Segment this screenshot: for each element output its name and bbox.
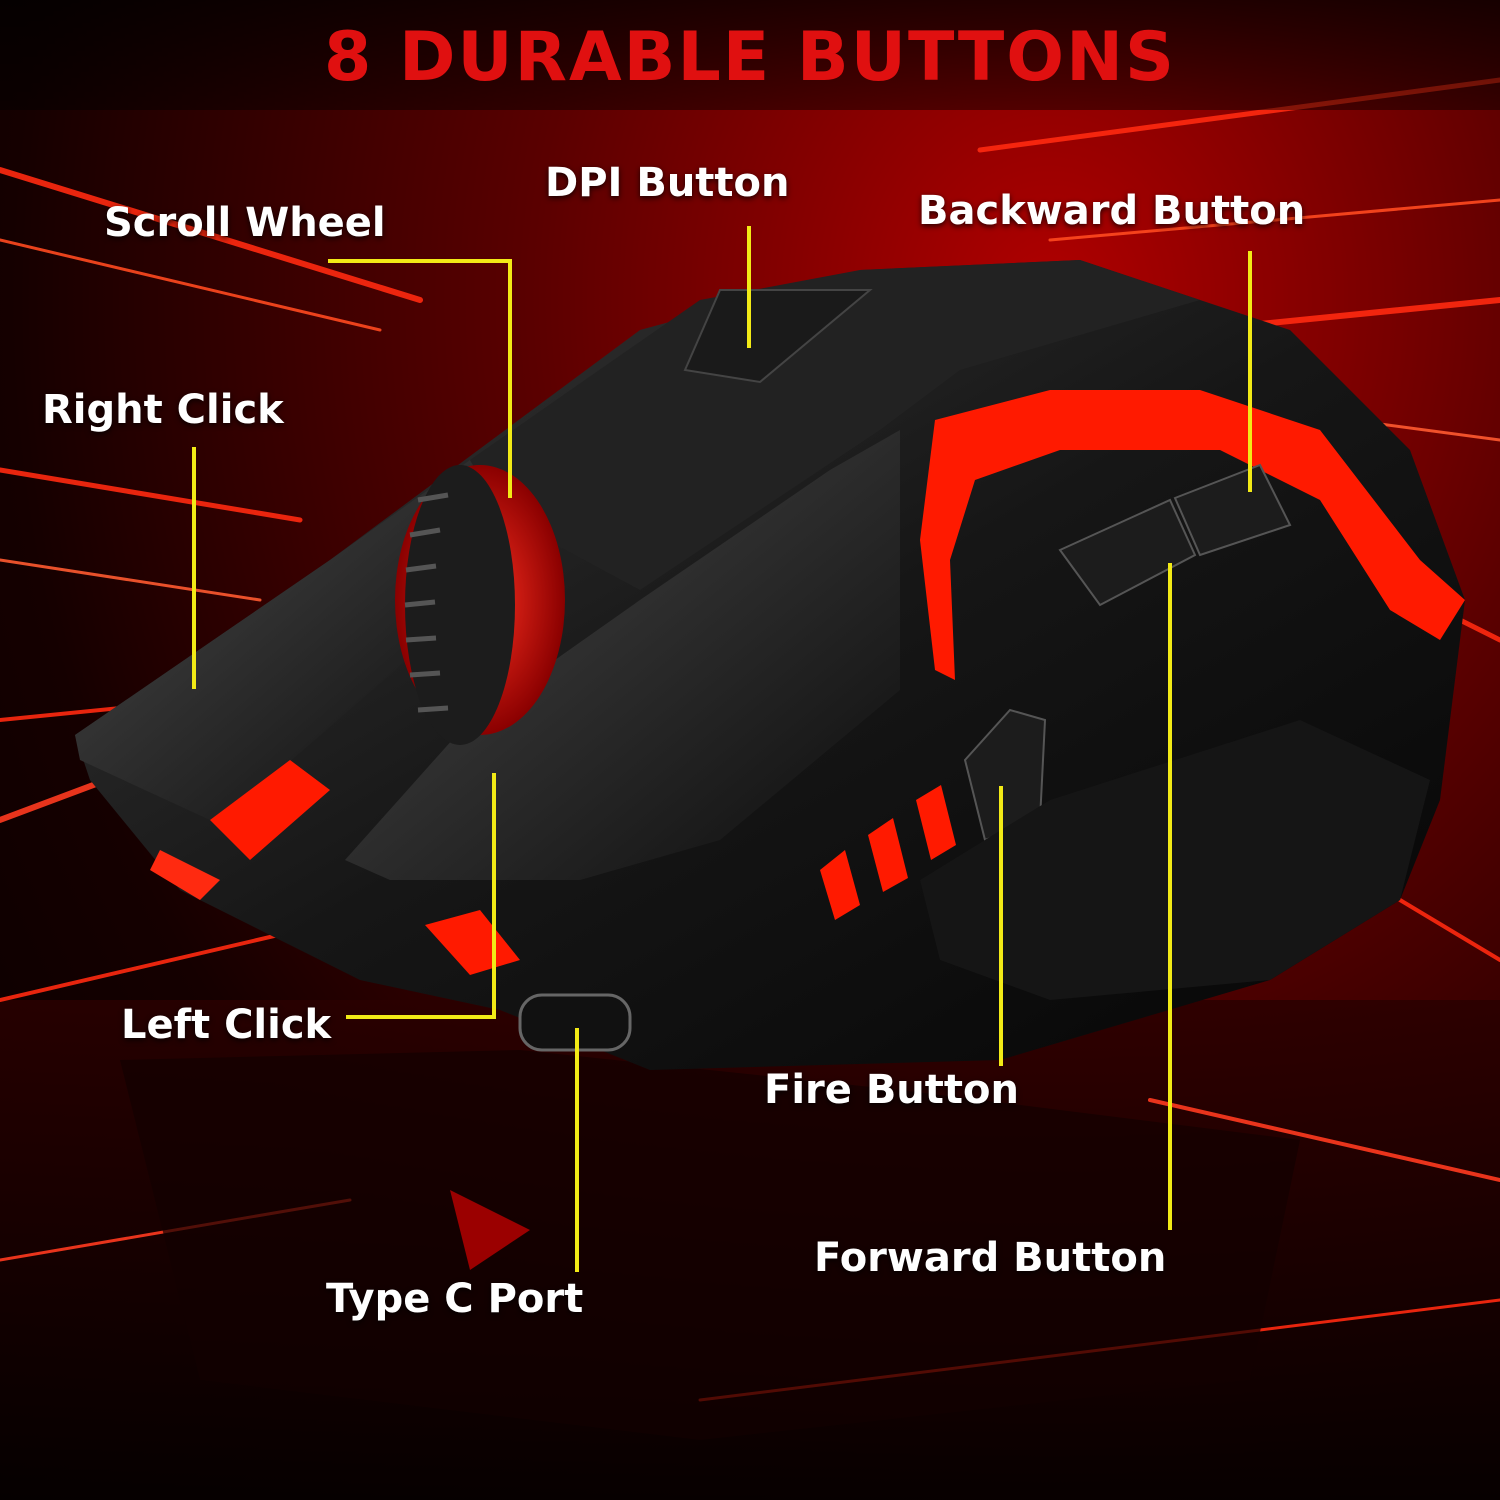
fire-button-label: Fire Button bbox=[764, 1067, 1019, 1113]
forward-button-label: Forward Button bbox=[814, 1235, 1167, 1281]
type-c-port-label: Type C Port bbox=[326, 1276, 584, 1322]
title-band bbox=[0, 0, 1500, 110]
backward-button-label: Backward Button bbox=[918, 188, 1306, 234]
right-click-label: Right Click bbox=[42, 387, 284, 433]
left-click-label: Left Click bbox=[121, 1002, 332, 1048]
scroll-wheel-label: Scroll Wheel bbox=[104, 200, 386, 246]
dpi-button-label: DPI Button bbox=[545, 160, 790, 206]
page-title: 8 DURABLE BUTTONS bbox=[324, 18, 1176, 97]
